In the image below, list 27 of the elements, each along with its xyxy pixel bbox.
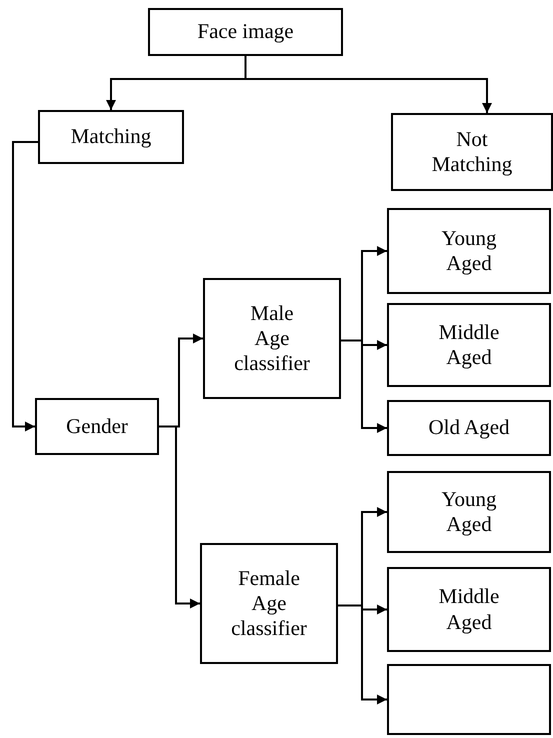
empty-box bbox=[387, 664, 551, 735]
process-box bbox=[387, 400, 551, 456]
box-label: Male Age classifier bbox=[233, 300, 311, 376]
box-label: Face image bbox=[197, 19, 294, 45]
process-box bbox=[35, 398, 159, 455]
process-box bbox=[391, 113, 553, 191]
arrow bbox=[12, 141, 38, 432]
box-label: Young Aged bbox=[440, 226, 498, 276]
box-label: Not Matching bbox=[430, 126, 514, 178]
arrow bbox=[341, 340, 387, 433]
box-label: Young Aged bbox=[440, 486, 498, 538]
box-label: Middle Aged bbox=[438, 320, 500, 370]
process-box bbox=[387, 303, 551, 387]
box-label: Old Aged bbox=[428, 415, 510, 441]
process-box bbox=[387, 567, 551, 652]
process-box bbox=[203, 278, 341, 399]
process-box bbox=[200, 543, 338, 664]
arrow bbox=[159, 426, 200, 608]
box-label: Middle Aged bbox=[438, 584, 500, 635]
process-box bbox=[38, 110, 184, 164]
process-box bbox=[148, 8, 343, 56]
box-label: Matching bbox=[70, 124, 152, 150]
box-label: Female Age classifier bbox=[230, 566, 308, 642]
process-box bbox=[387, 208, 551, 294]
box-label: Gender bbox=[66, 414, 128, 440]
arrow bbox=[244, 56, 492, 113]
process-box bbox=[387, 471, 551, 553]
